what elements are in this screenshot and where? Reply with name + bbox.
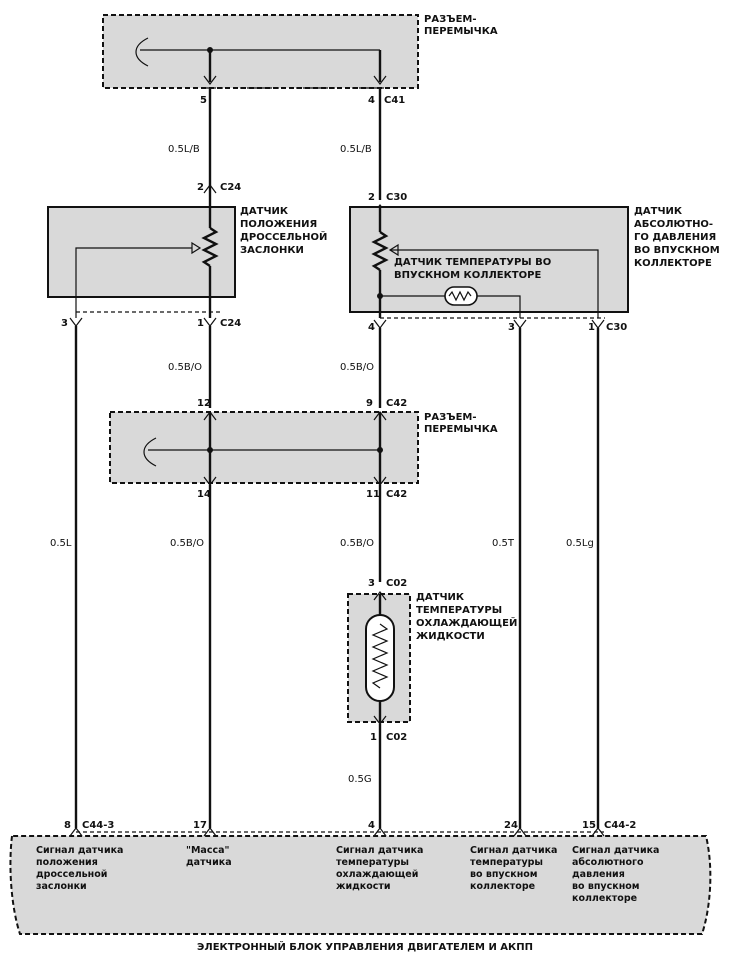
map-label-1: ДАТЧИК <box>634 206 683 217</box>
ecu-desc-2-line-2: датчика <box>186 857 232 868</box>
pin-c30-4: 4 <box>368 322 375 333</box>
top-connector-label-2: ПЕРЕМЫЧКА <box>424 26 498 37</box>
map-inner-label-2: ВПУСКНОМ КОЛЛЕКТОРЕ <box>394 270 541 281</box>
code-c24-top: C24 <box>220 182 241 193</box>
pin-c42-9: 9 <box>366 398 373 409</box>
pin-c42-12: 12 <box>197 398 211 409</box>
coolant-label-3: ОХЛАЖДАЮЩЕЙ <box>416 616 517 629</box>
pin-c41-4: 4 <box>368 95 375 106</box>
ecu-desc-4-line-1: Сигнал датчика <box>470 845 557 856</box>
ecu-pin-24: 24 <box>504 820 518 831</box>
coolant-label-1: ДАТЧИК <box>416 592 465 603</box>
ecu-desc-1-line-4: заслонки <box>36 881 87 892</box>
ecu-code-c44-2: C44-2 <box>604 820 636 831</box>
code-c41: C41 <box>384 95 405 106</box>
ecu-desc-4-line-4: коллекторе <box>470 881 535 892</box>
ecu-desc-3-line-2: температуры <box>336 857 409 868</box>
throttle-label-4: ЗАСЛОНКИ <box>240 245 304 256</box>
throttle-label-3: ДРОССЕЛЬНОЙ <box>240 230 327 243</box>
wire-label-w1: 0.5L/B <box>168 144 200 155</box>
pin-c02-3: 3 <box>368 578 375 589</box>
map-label-2: АБСОЛЮТНО- <box>634 219 713 230</box>
wire-label-w9: 0.5Lg <box>566 538 594 549</box>
ecu-desc-3-line-1: Сигнал датчика <box>336 845 423 856</box>
code-c24-bottom: C24 <box>220 318 241 329</box>
coolant-thermistor-icon <box>365 614 395 702</box>
throttle-label-2: ПОЛОЖЕНИЯ <box>240 219 317 230</box>
mid-connector-box <box>109 411 419 484</box>
ecu-desc-5-line-2: абсолютного <box>572 857 644 868</box>
throttle-position-sensor: 2 C24 ДАТЧИК ПОЛОЖЕНИЯ ДРОССЕЛЬНОЙ ЗАСЛО… <box>47 182 327 329</box>
code-c02-bottom: C02 <box>386 732 407 743</box>
pin-c30-3: 3 <box>508 322 515 333</box>
pin-c30-2: 2 <box>368 192 375 203</box>
ecu-desc-3-line-3: охлаждающей <box>336 869 418 880</box>
pin-c24-1: 1 <box>197 318 204 329</box>
top-connector: РАЗЪЕМ- ПЕРЕМЫЧКА 5 4 C41 <box>102 14 498 106</box>
ecu-desc-1-line-1: Сигнал датчика <box>36 845 123 856</box>
code-c30-bottom: C30 <box>606 322 627 333</box>
wire-label-w7: 0.5B/O <box>340 538 374 549</box>
ecu-desc-2-line-1: "Масса" <box>186 845 229 856</box>
coolant-label-4: ЖИДКОСТИ <box>416 631 485 642</box>
pin-c24-3: 3 <box>61 318 68 329</box>
wire-label-w6: 0.5B/O <box>170 538 204 549</box>
mid-connector-label-2: ПЕРЕМЫЧКА <box>424 424 498 435</box>
ecu-pin-4: 4 <box>368 820 375 831</box>
ecu-desc-1-line-2: положения <box>36 857 98 868</box>
code-c42-bottom: C42 <box>386 489 407 500</box>
map-inner-label-1: ДАТЧИК ТЕМПЕРАТУРЫ ВО <box>394 257 551 268</box>
ecu-desc-1-line-3: дроссельной <box>36 869 107 880</box>
code-c30-top: C30 <box>386 192 407 203</box>
pin-c42-11: 11 <box>366 489 380 500</box>
map-label-5: КОЛЛЕКТОРЕ <box>634 258 712 269</box>
map-label-3: ГО ДАВЛЕНИЯ <box>634 232 716 243</box>
mid-connector-symbol <box>143 437 157 467</box>
ecu-desc-4-line-2: температуры <box>470 857 543 868</box>
top-connector-label-1: РАЗЪЕМ- <box>424 14 477 25</box>
coolant-label-2: ТЕМПЕРАТУРЫ <box>416 605 502 616</box>
ecu-desc-5-line-1: Сигнал датчика <box>572 845 659 856</box>
coolant-temp-sensor: 3 C02 ДАТЧИК ТЕМПЕРАТУРЫ ОХЛАЖДАЮЩЕЙ ЖИД… <box>347 578 517 743</box>
ecu-pin-17: 17 <box>193 820 207 831</box>
map-resistor-icon <box>371 231 389 271</box>
top-connector-symbol <box>135 37 149 67</box>
ecu-code-c44-3: C44-3 <box>82 820 114 831</box>
wire-label-w10: 0.5G <box>348 774 372 785</box>
ecu-block: 8 C44-3 17 4 24 15 C44-2 Сигнал датчика … <box>9 820 712 953</box>
throttle-sensor-box <box>47 206 236 298</box>
throttle-label-1: ДАТЧИК <box>240 206 289 217</box>
top-connector-box <box>102 14 419 89</box>
ecu-desc-4-line-3: во впускном <box>470 869 538 880</box>
pin-c02-1: 1 <box>370 732 377 743</box>
wire-label-w5: 0.5L <box>50 538 72 549</box>
wire-label-w2: 0.5L/B <box>340 144 372 155</box>
ecu-pin-15: 15 <box>582 820 596 831</box>
ecu-desc-5-line-4: во впускном <box>572 881 640 892</box>
mid-connector-label-1: РАЗЪЕМ- <box>424 412 477 423</box>
ecu-desc-3-line-4: жидкости <box>336 881 391 892</box>
throttle-resistor-icon <box>201 227 219 267</box>
ecu-desc-5-line-5: коллекторе <box>572 893 637 904</box>
intake-temp-thermistor-icon <box>444 286 478 306</box>
pin-c42-14: 14 <box>197 489 211 500</box>
pin-c30-1: 1 <box>588 322 595 333</box>
ecu-desc-5-line-3: давления <box>572 869 625 880</box>
ecu-box <box>9 835 712 935</box>
wire-label-w3: 0.5B/O <box>168 362 202 373</box>
wire-label-w8: 0.5T <box>492 538 515 549</box>
ecu-title: ЭЛЕКТРОННЫЙ БЛОК УПРАВЛЕНИЯ ДВИГАТЕЛЕМ И… <box>197 940 533 953</box>
pin-c24-2: 2 <box>197 182 204 193</box>
map-label-4: ВО ВПУСКНОМ <box>634 245 720 256</box>
map-sensor: 2 C30 ДАТЧИК ТЕМПЕРАТУРЫ ВО ВПУСКНОМ КОЛ… <box>349 192 720 333</box>
pin-c41-5: 5 <box>200 95 207 106</box>
wire-label-w4: 0.5B/O <box>340 362 374 373</box>
ecu-pin-8: 8 <box>64 820 71 831</box>
mid-connector: 12 9 C42 РАЗЪЕМ- ПЕРЕМЫЧКА 14 11 C42 <box>109 398 498 500</box>
code-c42-top: C42 <box>386 398 407 409</box>
code-c02-top: C02 <box>386 578 407 589</box>
map-sensor-box <box>349 206 629 313</box>
